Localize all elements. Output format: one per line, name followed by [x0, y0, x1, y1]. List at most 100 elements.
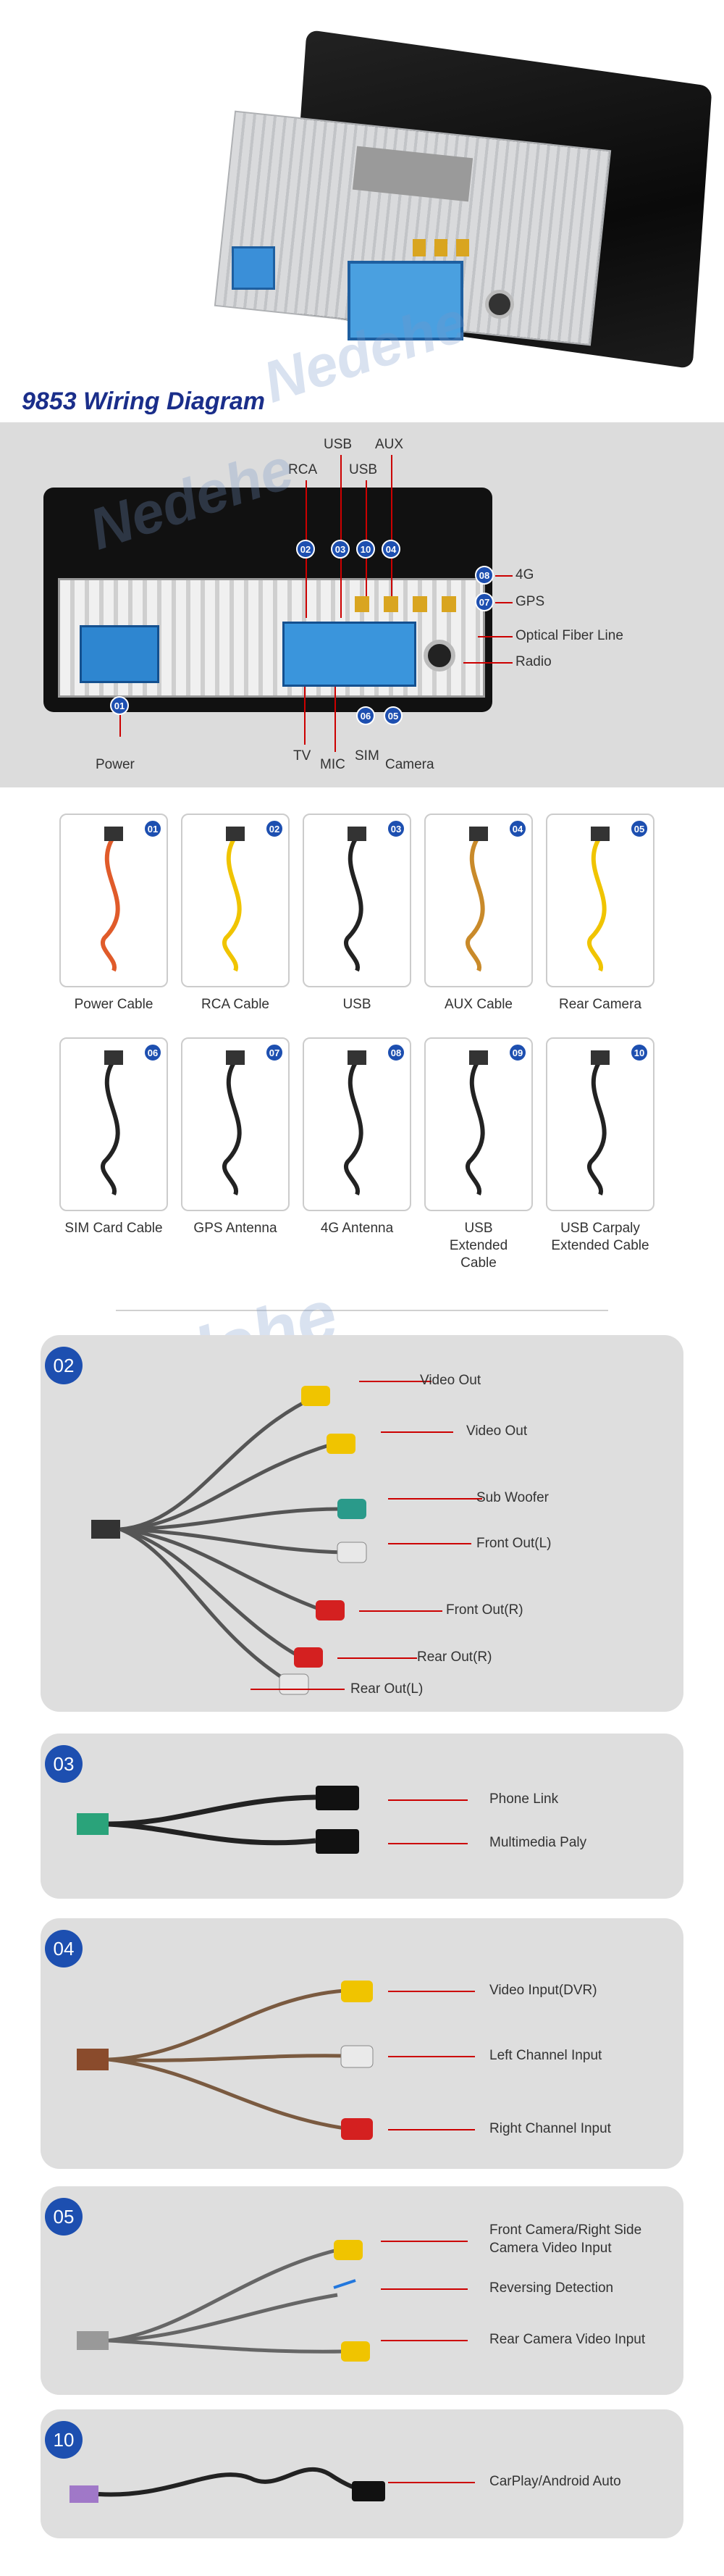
leader-p02-4	[359, 1610, 442, 1612]
leader-p02-5	[337, 1657, 417, 1659]
cable-thumb-badge: 06	[143, 1043, 162, 1062]
panel-usb-badge: 03	[45, 1745, 83, 1783]
diagram-rca-block	[282, 622, 416, 687]
cable-plug	[591, 1050, 610, 1065]
cable-thumb-image	[344, 827, 366, 972]
badge-4g: 08	[475, 566, 494, 585]
wiring-diagram: USB AUX RCA USB 02 03 10 04 08 4G 07 GPS…	[0, 422, 724, 787]
cable-thumb-badge: 08	[387, 1043, 405, 1062]
cable-shape	[587, 1059, 607, 1196]
label-optical-fiber: Optical Fiber Line	[515, 628, 623, 643]
cable-caption-06: SIM Card Cable	[64, 1221, 163, 1236]
diagram-antenna-ports	[355, 596, 463, 612]
leader-mic	[334, 687, 336, 752]
leader-p10-0	[388, 2482, 475, 2483]
aux-cable-illustration	[77, 1981, 374, 2140]
cable-thumb-05: 05	[546, 814, 654, 987]
badge-rca: 02	[296, 540, 315, 559]
cable-thumb-badge: 05	[630, 819, 649, 838]
leader-gps	[495, 602, 513, 603]
label-p02-rear-out-l: Rear Out(L)	[350, 1681, 424, 1697]
usb-cable-illustration	[77, 1786, 359, 1854]
leader-p02-6	[251, 1689, 345, 1690]
label-p10-carplay: CarPlay/Android Auto	[489, 2474, 621, 2489]
panel-rca-badge: 02	[45, 1347, 83, 1384]
leader-radio	[463, 662, 513, 664]
label-p04-left-channel: Left Channel Input	[489, 2048, 602, 2063]
label-rca: RCA	[288, 462, 318, 477]
cable-thumb-image	[222, 1050, 245, 1196]
cable-caption-05: Rear Camera	[558, 997, 642, 1012]
leader-4g	[495, 575, 513, 577]
label-p02-video-out-2: Video Out	[466, 1423, 528, 1439]
cable-thumb-image	[587, 827, 610, 972]
label-p04-video-input: Video Input(DVR)	[489, 1983, 597, 1998]
radio-port	[485, 290, 514, 319]
cable-caption-03: USB	[342, 997, 371, 1012]
cable-thumb-04: 04	[424, 814, 533, 987]
cable-plug	[469, 827, 488, 841]
rca-connector-block	[348, 261, 463, 340]
cable-thumb-badge: 04	[508, 819, 527, 838]
cable-thumb-image	[101, 827, 123, 972]
panel-camera-badge: 05	[45, 2198, 83, 2236]
leader-aux	[391, 455, 392, 596]
diagram-power-connector	[80, 625, 159, 683]
label-p03-phone-link: Phone Link	[489, 1791, 559, 1807]
leader-optical	[478, 636, 513, 637]
cable-thumb-image	[344, 1050, 366, 1196]
cable-caption-01: Power Cable	[74, 997, 153, 1012]
cable-thumb-badge: 02	[265, 819, 284, 838]
leader-usb1	[340, 455, 342, 618]
label-p03-multimedia: Multimedia Paly	[489, 1835, 587, 1850]
cable-thumb-01: 01	[59, 814, 168, 987]
leader-p05-1	[381, 2288, 468, 2290]
cable-plug	[104, 827, 123, 841]
cable-plug	[469, 1050, 488, 1065]
cable-plug	[348, 1050, 366, 1065]
panel-camera: 05 Front Camera/Right Side Camera Video …	[41, 2186, 683, 2395]
leader-p02-2	[388, 1498, 482, 1500]
cable-shape	[587, 835, 607, 972]
label-p02-rear-out-r: Rear Out(R)	[417, 1649, 492, 1665]
cable-plug	[226, 827, 245, 841]
rca-harness-illustration	[91, 1386, 367, 1695]
cable-thumb-07: 07	[181, 1037, 290, 1211]
label-power: Power	[96, 757, 135, 772]
cable-plug	[226, 1050, 245, 1065]
leader-p03-1	[388, 1843, 468, 1844]
product-photo	[195, 29, 712, 369]
label-p05-rear-camera: Rear Camera Video Input	[489, 2332, 646, 2347]
leader-p03-0	[388, 1799, 468, 1801]
panel-usb: 03 Phone Link Multimedia Paly	[41, 1734, 683, 1899]
label-aux: AUX	[375, 437, 404, 452]
cable-shape	[466, 1059, 485, 1196]
cable-plug	[348, 827, 366, 841]
cable-thumb-09: 09	[424, 1037, 533, 1211]
label-p05-camera-video-input: Camera Video Input	[489, 2241, 612, 2256]
cable-thumb-image	[101, 1050, 123, 1196]
cable-thumb-03: 03	[303, 814, 411, 987]
power-connector	[232, 246, 275, 290]
cable-shape	[344, 1059, 363, 1196]
cable-thumb-image	[587, 1050, 610, 1196]
leader-p04-1	[388, 2056, 475, 2057]
cable-shape	[101, 1059, 120, 1196]
label-p05-reversing: Reversing Detection	[489, 2280, 614, 2296]
badge-usb1: 03	[331, 540, 350, 559]
cable-caption-02: RCA Cable	[201, 997, 269, 1012]
leader-p02-0	[359, 1381, 432, 1382]
badge-gps: 07	[475, 593, 494, 611]
label-usb-top: USB	[324, 437, 353, 452]
badge-usb2: 10	[356, 540, 375, 559]
label-camera: Camera	[385, 757, 434, 772]
leader-p02-1	[381, 1431, 453, 1433]
leader-p02-3	[388, 1543, 471, 1544]
cable-caption-09: USB Extended Cable	[449, 1221, 508, 1271]
panel-aux-badge: 04	[45, 1930, 83, 1967]
leader-usb2	[366, 480, 367, 596]
label-p02-front-out-l: Front Out(L)	[476, 1536, 552, 1551]
cable-caption-10: USB Carpaly Extended Cable	[551, 1221, 649, 1253]
cable-thumb-badge: 07	[265, 1043, 284, 1062]
cable-caption-07: GPS Antenna	[193, 1221, 277, 1236]
